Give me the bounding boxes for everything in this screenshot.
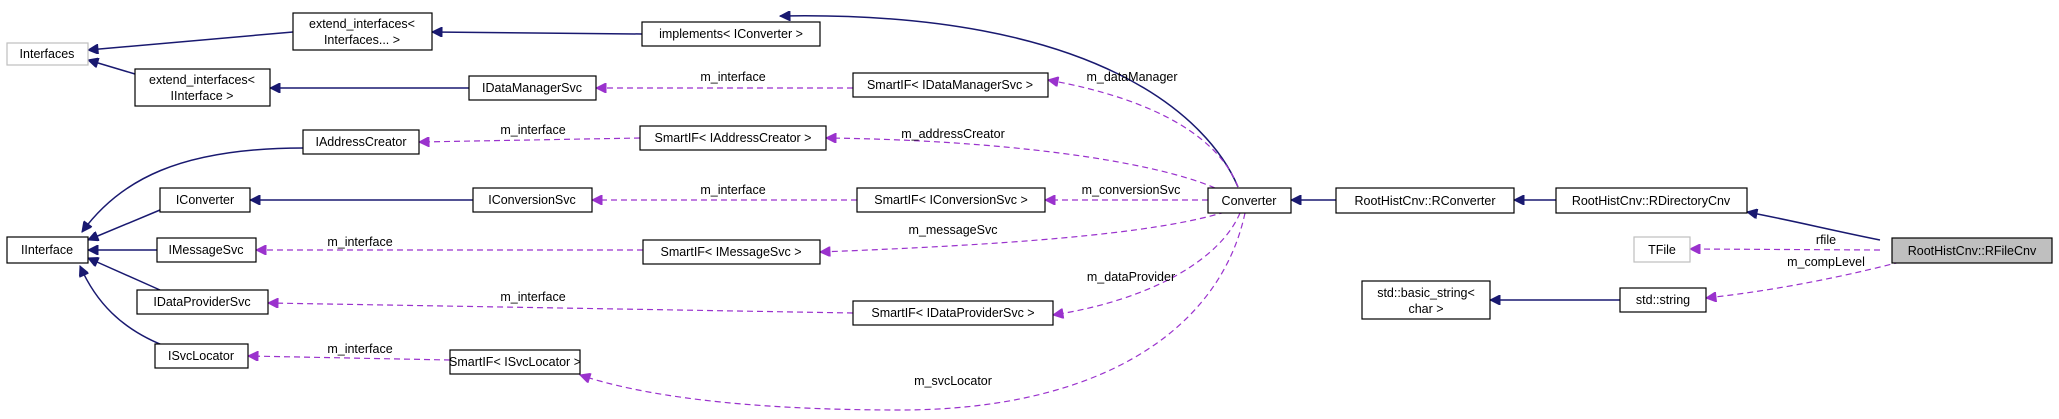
node-extend-iinterface[interactable]: extend_interfaces< IInterface >: [134, 68, 271, 107]
edge-converter-to-smartif-imessagesvc: [820, 211, 1226, 252]
label-m-dataprovider: m_dataProvider: [1087, 270, 1175, 284]
edge-rfilecnv-to-rdirectorycnv: [1747, 212, 1881, 241]
node-rdirectorycnv-label: RootHistCnv::RDirectoryCnv: [1572, 194, 1731, 208]
edge-implements-to-extend-interfaces: [432, 32, 643, 34]
label-m-complevel: m_compLevel: [1787, 255, 1865, 269]
node-idataprovidersvc-label: IDataProviderSvc: [153, 295, 250, 309]
node-converter-label: Converter: [1222, 194, 1277, 208]
node-smartif-isvclocator-label: SmartIF< ISvcLocator >: [449, 355, 581, 369]
node-rfilecnv-label: RootHistCnv::RFileCnv: [1908, 244, 2037, 258]
edge-extend-interfaces-to-interfaces: [88, 31, 294, 50]
node-implements-iconverter[interactable]: implements< IConverter >: [641, 21, 821, 47]
node-interfaces[interactable]: Interfaces: [6, 42, 89, 66]
node-extend-iinterface-label-1: extend_interfaces<: [149, 73, 255, 87]
node-tfile[interactable]: TFile: [1633, 236, 1691, 263]
label-m-datamanager: m_dataManager: [1086, 70, 1177, 84]
node-tfile-label: TFile: [1648, 243, 1676, 257]
label-m-interface-conversionsvc: m_interface: [700, 183, 765, 197]
node-smartif-iconversionsvc-label: SmartIF< IConversionSvc >: [874, 193, 1028, 207]
node-implements-iconverter-label: implements< IConverter >: [659, 27, 803, 41]
node-smartif-iaddresscreator[interactable]: SmartIF< IAddressCreator >: [639, 125, 827, 151]
node-basic-string[interactable]: std::basic_string< char >: [1361, 280, 1491, 320]
edge-extend-iinterface-to-interfaces: [88, 60, 136, 75]
node-smartif-idatamanagersvc-label: SmartIF< IDataManagerSvc >: [867, 78, 1033, 92]
edge-idataprovidersvc-to-iinterface: [88, 258, 161, 291]
node-basic-string-label-2: char >: [1408, 302, 1443, 316]
edge-rfilecnv-to-std-string: [1706, 261, 1901, 298]
node-smartif-idataprovidersvc[interactable]: SmartIF< IDataProviderSvc >: [852, 300, 1054, 326]
node-extend-iinterface-label-2: IInterface >: [171, 89, 234, 103]
edge-iaddresscreator-to-iinterface: [82, 147, 304, 232]
edge-converter-to-smartif-isvclocator: [580, 212, 1246, 411]
node-rfilecnv[interactable]: RootHistCnv::RFileCnv: [1891, 237, 2053, 264]
node-iconverter-label: IConverter: [176, 193, 234, 207]
node-smartif-idatamanagersvc[interactable]: SmartIF< IDataManagerSvc >: [852, 72, 1049, 98]
edge-smartif-iaddresscreator-to-iaddresscreator: [419, 138, 641, 142]
node-idatamanagersvc[interactable]: IDataManagerSvc: [468, 75, 597, 101]
label-m-svclocator: m_svcLocator: [914, 374, 992, 388]
inheritance-edges: [80, 16, 1881, 349]
node-iinterface-label: IInterface: [21, 243, 73, 257]
node-interfaces-label: Interfaces: [20, 47, 75, 61]
node-idatamanagersvc-label: IDataManagerSvc: [482, 81, 582, 95]
label-m-conversionsvc: m_conversionSvc: [1082, 183, 1181, 197]
node-smartif-iaddresscreator-label: SmartIF< IAddressCreator >: [654, 131, 811, 145]
node-extend-interfaces-label-2: Interfaces... >: [324, 33, 400, 47]
edge-labels: m_interface m_dataManager m_interface m_…: [327, 70, 1865, 388]
node-iaddresscreator-label: IAddressCreator: [315, 135, 406, 149]
node-smartif-iconversionsvc[interactable]: SmartIF< IConversionSvc >: [856, 187, 1046, 213]
label-m-interface-addresscreator: m_interface: [500, 123, 565, 137]
label-rfile: rfile: [1816, 233, 1836, 247]
node-converter[interactable]: Converter: [1207, 187, 1292, 214]
node-isvclocator[interactable]: ISvcLocator: [154, 343, 249, 369]
label-m-interface-dataprovidersvc: m_interface: [500, 290, 565, 304]
edge-converter-to-implements: [780, 16, 1239, 188]
node-iconversionsvc[interactable]: IConversionSvc: [472, 187, 593, 213]
node-smartif-imessagesvc[interactable]: SmartIF< IMessageSvc >: [642, 239, 821, 265]
label-m-addresscreator: m_addressCreator: [901, 127, 1005, 141]
edge-smartif-isvclocator-to-isvclocator: [248, 356, 451, 360]
node-iinterface[interactable]: IInterface: [6, 236, 89, 264]
node-imessagesvc[interactable]: IMessageSvc: [156, 237, 257, 263]
nodes: Interfaces IInterface extend_interfaces<…: [6, 12, 2053, 375]
node-iconverter[interactable]: IConverter: [159, 187, 251, 213]
edge-converter-to-smartif-iaddresscreator: [826, 138, 1216, 189]
label-m-interface-messagesvc: m_interface: [327, 235, 392, 249]
node-extend-interfaces-label-1: extend_interfaces<: [309, 17, 415, 31]
node-rconverter[interactable]: RootHistCnv::RConverter: [1335, 187, 1515, 214]
edge-iconverter-to-iinterface: [88, 209, 161, 240]
node-imessagesvc-label: IMessageSvc: [168, 243, 243, 257]
edge-isvclocator-to-iinterface: [80, 266, 171, 349]
node-smartif-imessagesvc-label: SmartIF< IMessageSvc >: [660, 245, 801, 259]
edge-converter-to-smartif-idataprovidersvc: [1053, 212, 1241, 315]
node-rdirectorycnv[interactable]: RootHistCnv::RDirectoryCnv: [1555, 187, 1748, 214]
node-std-string-label: std::string: [1636, 293, 1690, 307]
node-iconversionsvc-label: IConversionSvc: [488, 193, 576, 207]
node-smartif-isvclocator[interactable]: SmartIF< ISvcLocator >: [449, 349, 581, 375]
label-m-messagesvc: m_messageSvc: [909, 223, 998, 237]
node-extend-interfaces[interactable]: extend_interfaces< Interfaces... >: [292, 12, 433, 51]
usage-edges: [248, 80, 1901, 411]
label-m-interface-datamanager: m_interface: [700, 70, 765, 84]
edge-converter-to-smartif-idatamanagersvc: [1048, 80, 1239, 188]
edge-rfilecnv-to-tfile: [1690, 249, 1881, 250]
edge-smartif-idataprovidersvc-to-idataprovidersvc: [268, 303, 854, 314]
label-m-interface-svclocator: m_interface: [327, 342, 392, 356]
node-smartif-idataprovidersvc-label: SmartIF< IDataProviderSvc >: [871, 306, 1034, 320]
node-iaddresscreator[interactable]: IAddressCreator: [302, 129, 420, 155]
node-isvclocator-label: ISvcLocator: [168, 349, 234, 363]
node-idataprovidersvc[interactable]: IDataProviderSvc: [136, 289, 269, 315]
node-basic-string-label-1: std::basic_string<: [1377, 286, 1475, 300]
node-rconverter-label: RootHistCnv::RConverter: [1354, 194, 1495, 208]
node-std-string[interactable]: std::string: [1619, 287, 1707, 313]
